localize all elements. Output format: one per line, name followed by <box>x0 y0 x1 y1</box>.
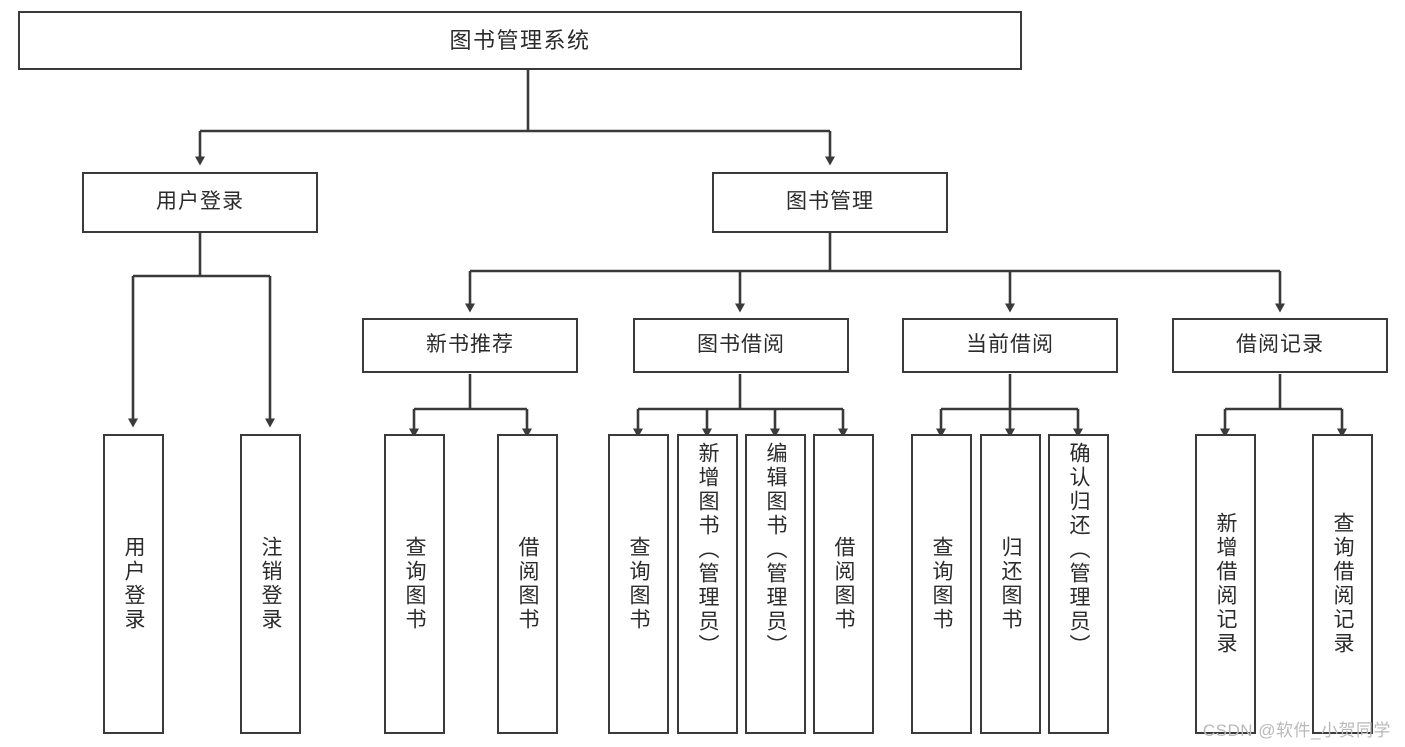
node-root-label: 图书管理系统 <box>449 27 591 53</box>
node-current-borrow-label: 当前借阅 <box>966 333 1054 357</box>
leaf-query-book-2[interactable]: 查询图书 <box>608 434 669 734</box>
leaf-query-book-1-label: 查询图书 <box>403 536 426 632</box>
node-book-manage-label: 图书管理 <box>786 190 874 214</box>
leaf-user-login[interactable]: 用户登录 <box>103 434 164 734</box>
node-current-borrow[interactable]: 当前借阅 <box>902 318 1118 373</box>
node-borrow-record[interactable]: 借阅记录 <box>1172 318 1388 373</box>
csdn-watermark: CSDN @软件_小贺同学 <box>1202 721 1391 740</box>
node-book-manage[interactable]: 图书管理 <box>712 172 948 233</box>
leaf-confirm-return-label: 确认归还（管理员） <box>1067 442 1090 658</box>
leaf-borrow-book-2[interactable]: 借阅图书 <box>813 434 874 734</box>
node-book-borrow[interactable]: 图书借阅 <box>633 318 849 373</box>
leaf-query-book-3-label: 查询图书 <box>930 536 953 632</box>
node-borrow-record-label: 借阅记录 <box>1236 333 1324 357</box>
leaf-borrow-book-1-label: 借阅图书 <box>516 536 539 632</box>
leaf-user-logout-label: 注销登录 <box>259 536 282 632</box>
leaf-add-record-label: 新增借阅记录 <box>1214 512 1237 656</box>
leaf-edit-book-label: 编辑图书（管理员） <box>764 442 787 658</box>
leaf-query-book-2-label: 查询图书 <box>627 536 650 632</box>
leaf-add-book[interactable]: 新增图书（管理员） <box>677 434 738 734</box>
node-user-login[interactable]: 用户登录 <box>82 172 318 233</box>
leaf-edit-book[interactable]: 编辑图书（管理员） <box>745 434 806 734</box>
node-new-book-rec[interactable]: 新书推荐 <box>362 318 578 373</box>
leaf-user-logout[interactable]: 注销登录 <box>240 434 301 734</box>
node-root[interactable]: 图书管理系统 <box>18 11 1022 70</box>
leaf-query-book-1[interactable]: 查询图书 <box>384 434 445 734</box>
node-user-login-label: 用户登录 <box>156 190 244 214</box>
leaf-user-login-label: 用户登录 <box>122 536 145 632</box>
leaf-query-record[interactable]: 查询借阅记录 <box>1312 434 1373 734</box>
leaf-add-record[interactable]: 新增借阅记录 <box>1195 434 1256 734</box>
leaf-borrow-book-2-label: 借阅图书 <box>832 536 855 632</box>
leaf-add-book-label: 新增图书（管理员） <box>696 442 719 658</box>
leaf-query-record-label: 查询借阅记录 <box>1331 512 1354 656</box>
node-book-borrow-label: 图书借阅 <box>697 333 785 357</box>
leaf-return-book-label: 归还图书 <box>999 536 1022 632</box>
leaf-borrow-book-1[interactable]: 借阅图书 <box>497 434 558 734</box>
node-new-book-rec-label: 新书推荐 <box>426 333 514 357</box>
leaf-confirm-return[interactable]: 确认归还（管理员） <box>1048 434 1109 734</box>
leaf-query-book-3[interactable]: 查询图书 <box>911 434 972 734</box>
leaf-return-book[interactable]: 归还图书 <box>980 434 1041 734</box>
